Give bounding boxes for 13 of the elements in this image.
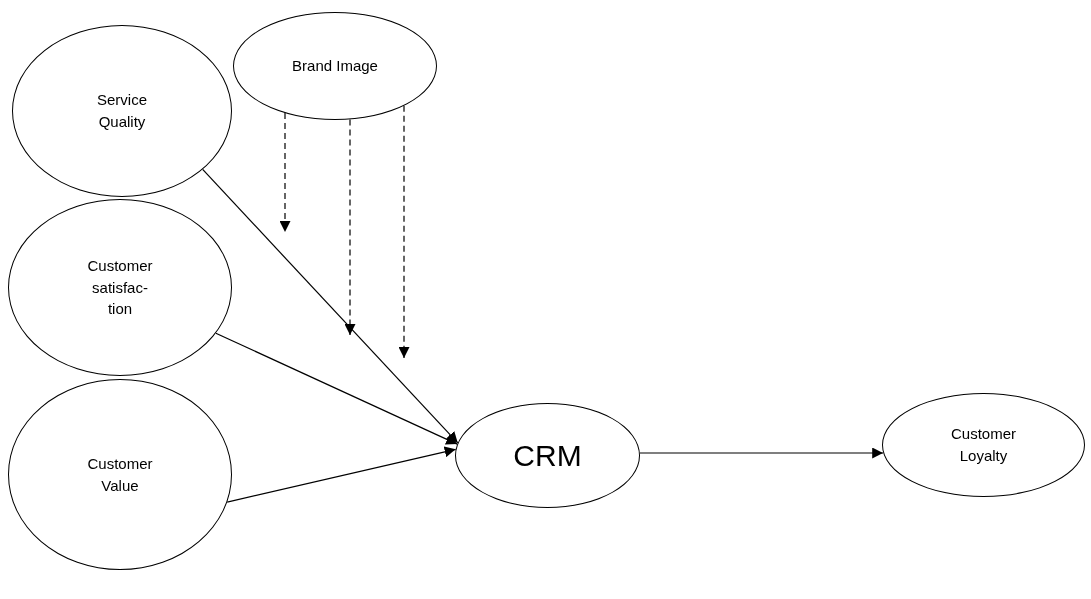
dashed-arrow [398,105,410,359]
arrow [202,168,459,444]
dashed-arrow [279,112,291,233]
arrow [226,446,457,503]
arrow [639,447,884,459]
node-label: Customer Loyalty [950,424,1017,466]
node-label: Service Quality [96,90,148,132]
node-label: Customer satisfac- tion [86,255,154,320]
node-label: CRM [513,437,582,474]
node-label: Customer Value [86,453,154,496]
node-label: Brand Image [292,56,378,77]
dashed-arrow [344,118,356,336]
arrow [215,332,458,445]
